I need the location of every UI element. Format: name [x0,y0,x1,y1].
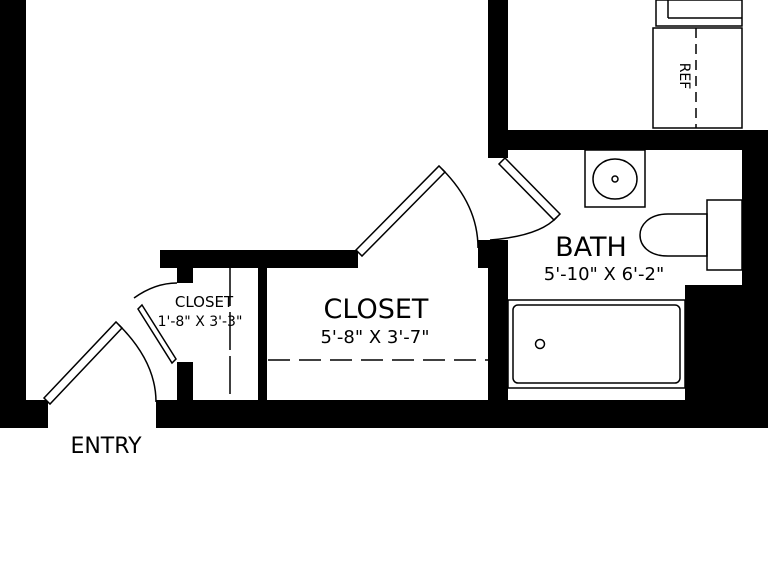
upper-interior-wall [488,0,508,158]
walls [0,0,768,428]
toilet-bowl [639,213,708,257]
bath-fixtures [507,149,743,389]
bottom-wall [156,400,768,428]
bath-corner-wall [685,285,768,428]
toilet-tank [706,199,743,271]
closet-large-label: CLOSET [324,294,429,325]
closet-door-leaf [354,164,447,258]
small-closet-jamb-bottom [177,362,193,402]
sink-counter [584,149,646,208]
entry-door-leaf [42,320,124,406]
closet-small-dimensions: 1'-8" X 3'-3" [158,314,243,330]
small-closet-door-swing [133,282,178,299]
bath-dimensions: 5'-10" X 6'-2" [544,264,664,285]
doors [42,156,562,406]
bath-left-wall [488,240,508,428]
bath-label: BATH [555,232,627,263]
bath-door-leaf [497,156,562,222]
kitchen-bottom-wall [488,130,768,150]
closet-large-dimensions: 5'-8" X 3'-7" [320,327,429,348]
sink-drain [611,175,619,183]
kitchen-area [652,0,743,129]
bathtub-inner [512,304,681,384]
closet-door-swing [441,168,479,249]
counter-outline [655,0,743,27]
small-closet-door-leaf [137,303,177,365]
closet-rods [229,268,488,400]
bath-door-swing [489,216,558,241]
small-closet-jamb-top [177,250,193,283]
closet-small-label: CLOSET [175,293,234,311]
bathtub [507,299,686,389]
bottom-wall-left-stub [0,400,48,428]
bath-door-jamb [478,240,508,268]
labels: BATH 5'-10" X 6'-2" CLOSET 5'-8" X 3'-7"… [70,63,692,459]
sink-bowl [592,158,638,200]
entry-label: ENTRY [70,434,142,459]
tub-drain [534,338,546,350]
refrigerator [652,27,743,129]
closet-divider-wall [258,250,267,402]
ref-label: REF [676,63,692,90]
entry-door-swing [118,324,157,403]
left-outer-wall [0,0,26,428]
